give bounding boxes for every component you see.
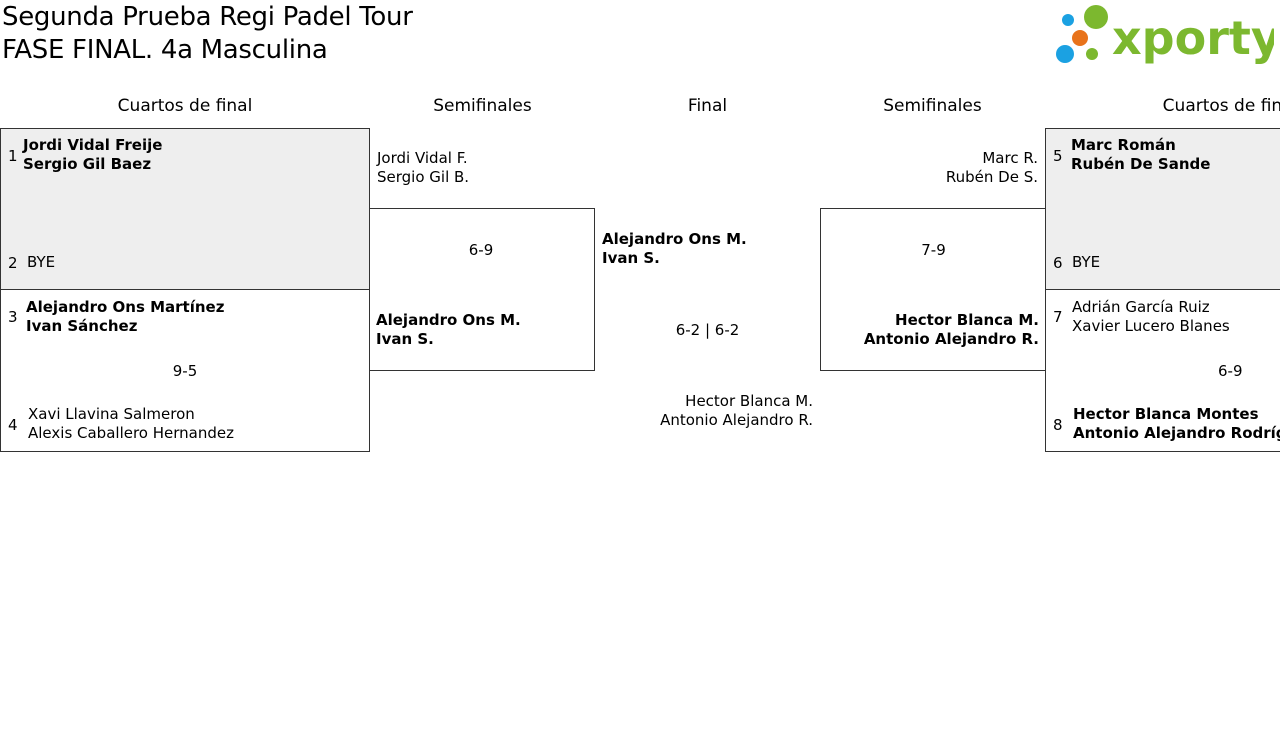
- page-subtitle: FASE FINAL. 4a Masculina: [2, 35, 328, 65]
- player-name: Hector Blanca M.: [685, 392, 813, 410]
- player-name: Ivan S.: [602, 249, 660, 267]
- player-name: Marc R.: [982, 149, 1038, 167]
- player-name: Hector Blanca Montes: [1073, 405, 1259, 423]
- round-header-right-quarters: Cuartos de final: [1162, 96, 1280, 116]
- seed-number: 8: [1053, 416, 1063, 434]
- player-name: Xavi Llavina Salmeron: [28, 405, 195, 423]
- player-name: Alejandro Ons M.: [602, 230, 747, 248]
- team-name-bye: BYE: [1072, 253, 1101, 271]
- match-score: 6-9: [468, 241, 494, 259]
- team-name: Adrián García Ruiz Xavier Lucero Blanes: [1072, 298, 1230, 336]
- player-name: Antonio Alejandro Rodrígue: [1073, 424, 1280, 442]
- round-header-right-semis: Semifinales: [883, 96, 982, 116]
- team-name: Xavi Llavina Salmeron Alexis Caballero H…: [28, 405, 234, 443]
- player-name: Adrián García Ruiz: [1072, 298, 1210, 316]
- player-name: Alexis Caballero Hernandez: [28, 424, 234, 442]
- player-name: Ivan S.: [376, 330, 434, 348]
- team-name: Marc Román Rubén De Sande: [1071, 136, 1210, 174]
- logo-dots-icon: xporty: [1056, 5, 1280, 65]
- seed-number: 2: [8, 254, 18, 272]
- round-header-left-semis: Semifinales: [433, 96, 532, 116]
- player-name: Rubén De Sande: [1071, 155, 1211, 173]
- right-qf-match-1: 5 Marc Román Rubén De Sande 6 BYE: [1045, 128, 1280, 290]
- seed-number: 6: [1053, 254, 1063, 272]
- right-sf-team-a: Marc R. Rubén De S.: [946, 149, 1038, 187]
- left-sf-team-a: Jordi Vidal F. Sergio Gil B.: [377, 149, 469, 187]
- team-name: Jordi Vidal Freije Sergio Gil Baez: [23, 136, 162, 174]
- final-team-a: Alejandro Ons M. Ivan S.: [602, 230, 747, 268]
- xporty-logo[interactable]: xporty: [1050, 4, 1280, 66]
- right-qf-match-2: 7 Adrián García Ruiz Xavier Lucero Blane…: [1045, 289, 1280, 452]
- left-sf-team-b: Alejandro Ons M. Ivan S.: [376, 311, 521, 349]
- player-name: Antonio Alejandro R.: [660, 411, 813, 429]
- seed-number: 3: [8, 308, 18, 326]
- player-name: Jordi Vidal F.: [377, 149, 468, 167]
- team-name-bye: BYE: [27, 253, 56, 271]
- final-team-b: Hector Blanca M. Antonio Alejandro R.: [660, 392, 813, 430]
- player-name: Antonio Alejandro R.: [863, 330, 1039, 348]
- seed-number: 7: [1053, 308, 1063, 326]
- round-header-final: Final: [687, 96, 728, 116]
- match-score: 9-5: [172, 362, 198, 380]
- player-name: Rubén De S.: [945, 168, 1038, 186]
- player-name: Marc Román: [1071, 136, 1176, 154]
- page-title: Segunda Prueba Regi Padel Tour: [2, 2, 413, 32]
- left-qf-match-2: 3 Alejandro Ons Martínez Ivan Sánchez 9-…: [0, 289, 370, 452]
- player-name: Ivan Sánchez: [26, 317, 138, 335]
- seed-number: 1: [8, 147, 18, 165]
- seed-number: 4: [8, 416, 18, 434]
- left-sf-match: 6-9 Alejandro Ons M. Ivan S.: [369, 208, 595, 371]
- right-sf-match: 7-9 Hector Blanca M. Antonio Alejandro R…: [820, 208, 1046, 371]
- match-score: 6-9: [1218, 362, 1243, 380]
- right-sf-team-b: Hector Blanca M. Antonio Alejandro R.: [864, 311, 1039, 349]
- seed-number: 5: [1053, 147, 1063, 165]
- player-name: Alejandro Ons Martínez: [26, 298, 225, 316]
- player-name: Jordi Vidal Freije: [23, 136, 163, 154]
- player-name: Xavier Lucero Blanes: [1072, 317, 1230, 335]
- player-name: Hector Blanca M.: [895, 311, 1039, 329]
- match-score: 7-9: [921, 241, 946, 259]
- final-score: 6-2 | 6-2: [675, 321, 740, 339]
- team-name: Alejandro Ons Martínez Ivan Sánchez: [26, 298, 224, 336]
- player-name: Sergio Gil B.: [377, 168, 470, 186]
- left-qf-match-1: 1 Jordi Vidal Freije Sergio Gil Baez 2 B…: [0, 128, 370, 290]
- player-name: Alejandro Ons M.: [376, 311, 521, 329]
- team-name: Hector Blanca Montes Antonio Alejandro R…: [1073, 405, 1280, 443]
- player-name: Sergio Gil Baez: [23, 155, 152, 173]
- logo-text: xporty: [1112, 11, 1274, 65]
- round-header-left-quarters: Cuartos de final: [117, 96, 253, 116]
